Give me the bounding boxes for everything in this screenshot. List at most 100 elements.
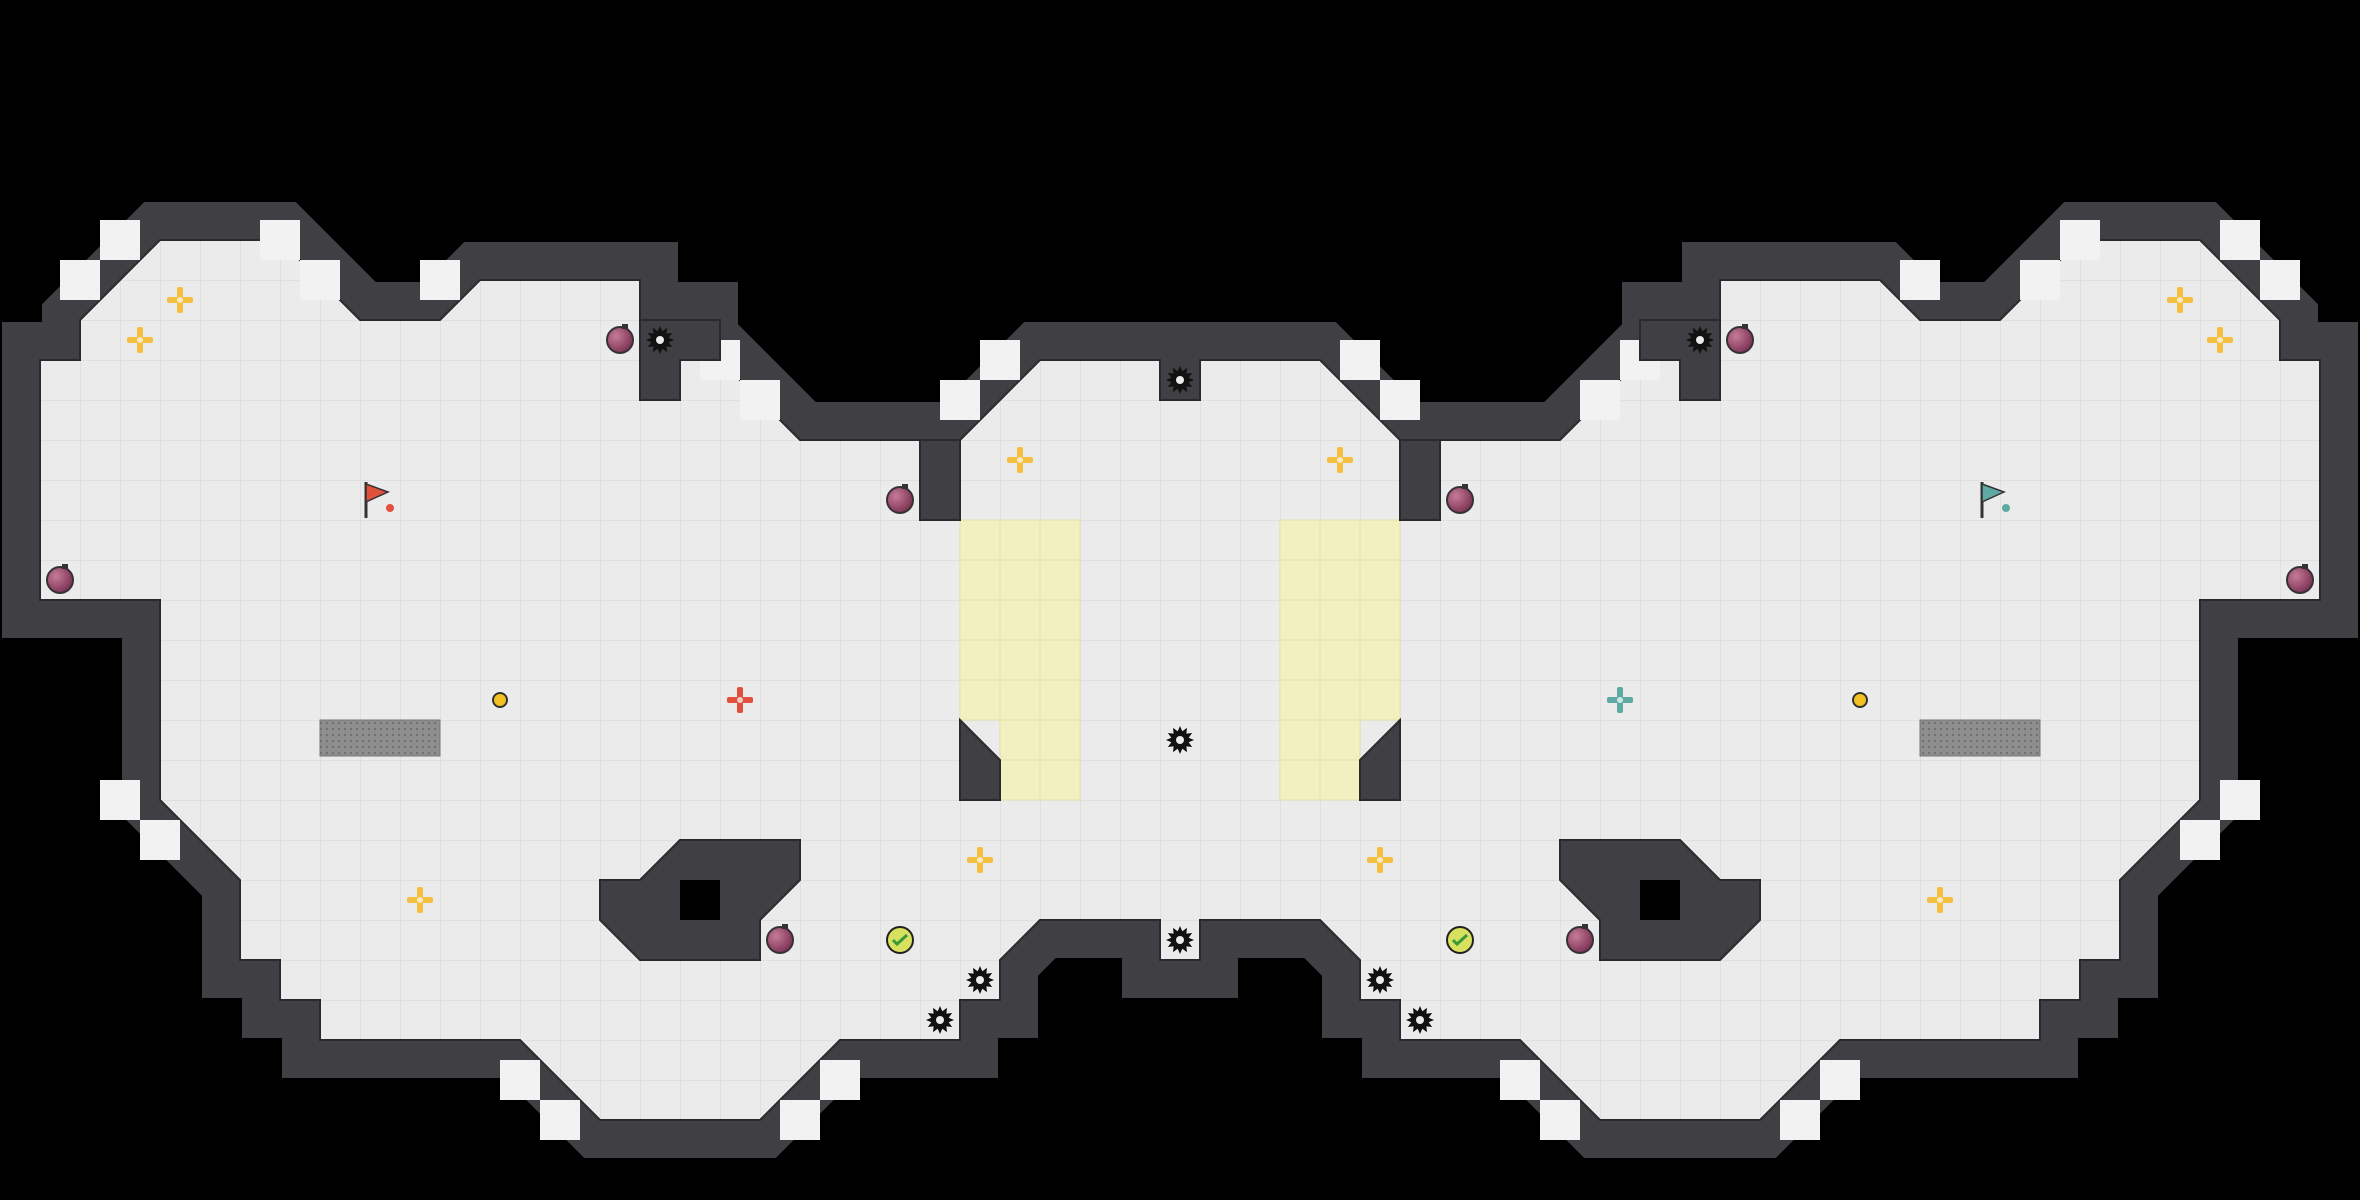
slope-tile xyxy=(260,220,300,260)
bomb-icon xyxy=(766,924,794,954)
speed-tile xyxy=(1279,559,1321,601)
ring-hole xyxy=(680,880,720,920)
red-boost-icon xyxy=(727,687,753,713)
slope-tile xyxy=(2220,780,2260,820)
bomb-icon xyxy=(1566,924,1594,954)
speed-tile xyxy=(1319,559,1361,601)
slope-tile xyxy=(1820,1060,1860,1100)
neutral-boost-icon xyxy=(1327,447,1353,473)
speed-tile xyxy=(1279,639,1321,681)
slope-tile xyxy=(1580,380,1620,420)
speed-tile xyxy=(1039,679,1081,721)
speed-tile xyxy=(1319,719,1361,761)
spike-icon xyxy=(1366,966,1394,994)
slope-tile xyxy=(60,260,100,300)
slope-tile xyxy=(100,780,140,820)
speed-tile xyxy=(1359,519,1401,561)
neutral-boost-icon xyxy=(1927,887,1953,913)
slope-tile xyxy=(2180,820,2220,860)
neutral-boost-icon xyxy=(1007,447,1033,473)
spike-icon xyxy=(1166,726,1194,754)
speed-tile xyxy=(999,639,1041,681)
spike-icon xyxy=(926,1006,954,1034)
spike-icon xyxy=(966,966,994,994)
speed-tile xyxy=(1039,639,1081,681)
ring-hole xyxy=(1640,880,1680,920)
slope-tile xyxy=(980,340,1020,380)
slope-tile xyxy=(420,260,460,300)
slope-tile xyxy=(2020,260,2060,300)
speed-tile xyxy=(1279,599,1321,641)
wall-wedge xyxy=(1359,717,1401,801)
floor-area xyxy=(2,202,2358,1158)
slope-tile xyxy=(300,260,340,300)
speed-tile xyxy=(999,719,1041,761)
slope-tile xyxy=(1540,1100,1580,1140)
speed-tile xyxy=(1359,599,1401,641)
speed-tile xyxy=(999,599,1041,641)
button-icon xyxy=(1852,692,1868,708)
powerup-icon xyxy=(886,926,914,954)
slope-tile xyxy=(940,380,980,420)
entities xyxy=(46,287,2314,1034)
slope-tile xyxy=(740,380,780,420)
slope-tile xyxy=(1900,260,1940,300)
speed-tile xyxy=(1359,639,1401,681)
bomb-icon xyxy=(2286,564,2314,594)
slope-tile xyxy=(100,220,140,260)
spike-icon xyxy=(1686,326,1714,354)
walls xyxy=(599,319,1761,961)
red-flag-icon xyxy=(364,482,394,518)
speed-tile xyxy=(1039,559,1081,601)
neutral-boost-icon xyxy=(407,887,433,913)
speed-tile xyxy=(1279,759,1321,801)
spike-icon xyxy=(1166,366,1194,394)
speed-tile xyxy=(1319,759,1361,801)
neutral-boost-icon xyxy=(967,847,993,873)
button-icon xyxy=(492,692,508,708)
speed-tile xyxy=(1039,719,1081,761)
bomb-icon xyxy=(606,324,634,354)
speed-tile xyxy=(1039,519,1081,561)
speed-tile xyxy=(959,519,1001,561)
wall-wedge xyxy=(959,717,1001,801)
neutral-boost-icon xyxy=(1367,847,1393,873)
speed-tiles xyxy=(959,519,1401,801)
neutral-boost-icon xyxy=(167,287,193,313)
speed-tile xyxy=(1039,599,1081,641)
slope-tile xyxy=(1380,380,1420,420)
speed-tile xyxy=(959,599,1001,641)
speed-tile xyxy=(1279,519,1321,561)
slope-tile xyxy=(540,1100,580,1140)
speed-tile xyxy=(959,639,1001,681)
speed-tile xyxy=(999,679,1041,721)
slope-tile xyxy=(2220,220,2260,260)
neutral-boost-icon xyxy=(2167,287,2193,313)
blue-flag-icon xyxy=(1980,482,2010,518)
gate-blue xyxy=(1919,719,2041,757)
spike-icon xyxy=(646,326,674,354)
bomb-icon xyxy=(1446,484,1474,514)
speed-tile xyxy=(999,559,1041,601)
slope-tile xyxy=(780,1100,820,1140)
bomb-icon xyxy=(886,484,914,514)
speed-tile xyxy=(1039,759,1081,801)
speed-tile xyxy=(1279,719,1321,761)
speed-tile xyxy=(959,679,1001,721)
gates xyxy=(319,719,2041,757)
speed-tile xyxy=(959,559,1001,601)
slope-tile xyxy=(140,820,180,860)
wall-block xyxy=(1399,439,1441,521)
speed-tile xyxy=(1279,679,1321,721)
speed-tile xyxy=(1319,519,1361,561)
slope-tile xyxy=(1780,1100,1820,1140)
speed-tile xyxy=(1359,559,1401,601)
slope-tile xyxy=(820,1060,860,1100)
speed-tile xyxy=(999,519,1041,561)
slope-tile xyxy=(2060,220,2100,260)
bomb-icon xyxy=(46,564,74,594)
slope-tile xyxy=(500,1060,540,1100)
gate-red xyxy=(319,719,441,757)
spike-icon xyxy=(1166,926,1194,954)
